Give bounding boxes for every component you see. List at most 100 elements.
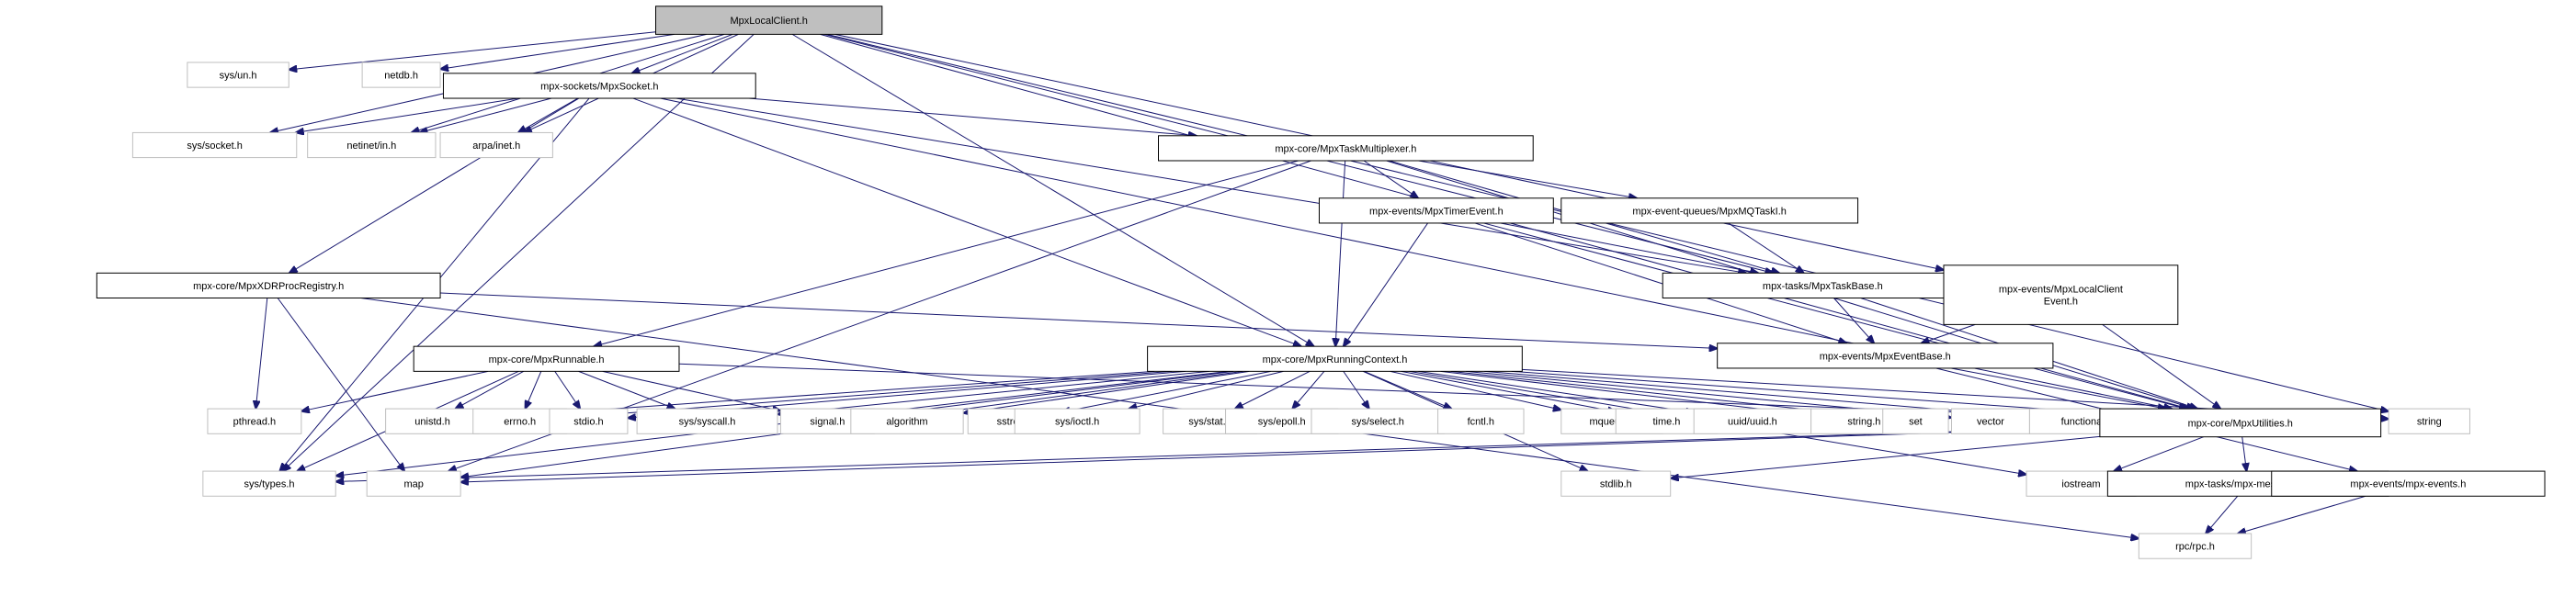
edge-xdr-to-map <box>277 298 404 472</box>
edge-ctx-to-stat <box>1235 370 1311 409</box>
node-root: MpxLocalClient.h <box>654 6 883 35</box>
node-box <box>442 73 756 99</box>
edge-ctx-to-time <box>1401 370 1617 411</box>
node-set: set <box>1882 408 1949 434</box>
node-box <box>1717 343 2054 369</box>
edge-utilities-to-systypes <box>335 426 2100 481</box>
edge-socket-to-taskbase <box>675 97 1747 273</box>
node-box <box>1662 272 1983 298</box>
node-label: vector <box>1977 417 2004 428</box>
node-box <box>1882 408 1949 434</box>
edge-utilities-to-map <box>460 427 2100 482</box>
node-label: sys/ioctl.h <box>1055 417 1099 428</box>
node-box <box>2271 470 2546 497</box>
node-socket[interactable]: mpx-sockets/MpxSocket.h <box>442 73 756 99</box>
node-label: mpx-events/mpx-events.h <box>2350 479 2466 490</box>
edge-utilities-to-stdlib <box>1671 435 2100 478</box>
node-utilities[interactable]: mpx-core/MpxUtilities.h <box>2099 408 2382 438</box>
node-box <box>2099 408 2382 438</box>
node-box <box>654 6 883 35</box>
edge-runnable-to-stdio <box>554 371 581 409</box>
edge-mqtask-to-taskbase <box>1728 222 1804 273</box>
edge-utilities-to-taskmsgs <box>2241 436 2247 471</box>
node-label: string <box>2417 417 2442 428</box>
node-box <box>1950 408 2030 434</box>
edge-lce-to-evbase <box>1921 323 1976 343</box>
node-label: map <box>403 479 423 490</box>
edge-utilities-to-iostream <box>2114 436 2204 471</box>
node-xdr[interactable]: mpx-core/MpxXDRProcRegistry.h <box>96 272 441 298</box>
node-box <box>1943 264 2179 325</box>
node-label: fcntl.h <box>1468 417 1494 428</box>
node-box <box>1158 135 1534 162</box>
node-box <box>2138 533 2253 559</box>
node-map: map <box>366 470 461 497</box>
edge-xdr-to-evbase <box>440 292 1718 348</box>
edge-ctx-to-utilities <box>1511 370 2100 412</box>
node-evbase[interactable]: mpx-events/MpxEventBase.h <box>1717 343 2054 369</box>
edge-runnable-to-pthread <box>301 370 489 410</box>
node-stdio: stdio.h <box>549 408 629 434</box>
edge-socket-to-xdr <box>289 97 580 273</box>
edge-root-to-ctx <box>791 33 1314 346</box>
node-label: errno.h <box>504 417 536 428</box>
node-stdlib: stdlib.h <box>1560 470 1672 497</box>
node-label: pthread.h <box>233 417 276 428</box>
edge-taskbase-to-evbase <box>1833 298 1874 343</box>
node-box <box>307 131 437 159</box>
node-box <box>1014 408 1140 434</box>
node-box <box>850 408 964 434</box>
edge-ctx-to-signal <box>874 370 1234 415</box>
edge-root-to-sysun <box>289 31 656 70</box>
node-runnable[interactable]: mpx-core/MpxRunnable.h <box>413 345 680 372</box>
node-taskmux[interactable]: mpx-core/MpxTaskMultiplexer.h <box>1158 135 1534 162</box>
edge-ctx-to-epoll <box>1292 371 1325 409</box>
node-label: stdio.h <box>573 417 603 428</box>
node-string: string <box>2388 408 2470 434</box>
node-label: mpx-tasks/MpxTaskBase.h <box>1763 281 1883 292</box>
node-box <box>1147 345 1523 372</box>
node-label: netinet/in.h <box>346 141 396 152</box>
edge-xdr-to-pthread <box>255 298 268 410</box>
node-label: unistd.h <box>414 417 450 428</box>
node-label: set <box>1909 417 1923 428</box>
edge-timer-to-ctx <box>1344 222 1428 346</box>
node-netinet: netinet/in.h <box>307 131 437 159</box>
node-ctx[interactable]: mpx-core/MpxRunningContext.h <box>1147 345 1523 372</box>
node-label: MpxLocalClient.h <box>730 16 807 27</box>
edge-timer-to-evbase <box>1474 222 1846 343</box>
node-unistd: unistd.h <box>385 408 481 434</box>
node-box <box>1437 408 1525 434</box>
node-rpc: rpc/rpc.h <box>2138 533 2253 559</box>
node-evevents[interactable]: mpx-events/mpx-events.h <box>2271 470 2546 497</box>
node-fcntl: fcntl.h <box>1437 408 1525 434</box>
edge-socket-to-netinet <box>420 97 552 132</box>
node-box <box>1560 470 1672 497</box>
node-label: stdlib.h <box>1600 479 1632 490</box>
node-label: mpx-core/MpxRunnable.h <box>489 354 605 365</box>
edge-taskmux-to-runnable <box>594 160 1299 346</box>
node-label: iostream <box>2061 479 2100 490</box>
node-label: mpx-core/MpxUtilities.h <box>2188 418 2293 429</box>
node-timer[interactable]: mpx-events/MpxTimerEvent.h <box>1318 197 1554 224</box>
edge-timer-to-utilities <box>1483 222 2187 409</box>
edge-runnable-to-unistd <box>455 370 525 409</box>
edge-ctx-to-syscall <box>777 370 1209 414</box>
edge-ctx-to-select <box>1343 371 1369 409</box>
edge-ctx-to-ioctl <box>1129 370 1284 409</box>
node-mqtask[interactable]: mpx-event-queues/MpxMQTaskI.h <box>1560 197 1859 224</box>
node-label: sys/epoll.h <box>1258 417 1306 428</box>
edge-lce-to-utilities <box>2102 323 2221 409</box>
edge-socket-to-ctx <box>632 97 1301 346</box>
node-taskbase[interactable]: mpx-tasks/MpxTaskBase.h <box>1662 272 1983 298</box>
node-box <box>366 470 461 497</box>
edge-ctx-to-sstream <box>1061 370 1271 411</box>
edge-evbase-to-utilities <box>1951 367 2166 409</box>
edge-runnable-to-syscall <box>578 370 675 409</box>
node-algorithm: algorithm <box>850 408 964 434</box>
node-label: Event.h <box>2044 297 2078 308</box>
node-label: mpx-core/MpxRunningContext.h <box>1263 354 1408 365</box>
edge-ctx-to-mqueue <box>1390 370 1561 410</box>
node-arpa: arpa/inet.h <box>439 131 553 159</box>
